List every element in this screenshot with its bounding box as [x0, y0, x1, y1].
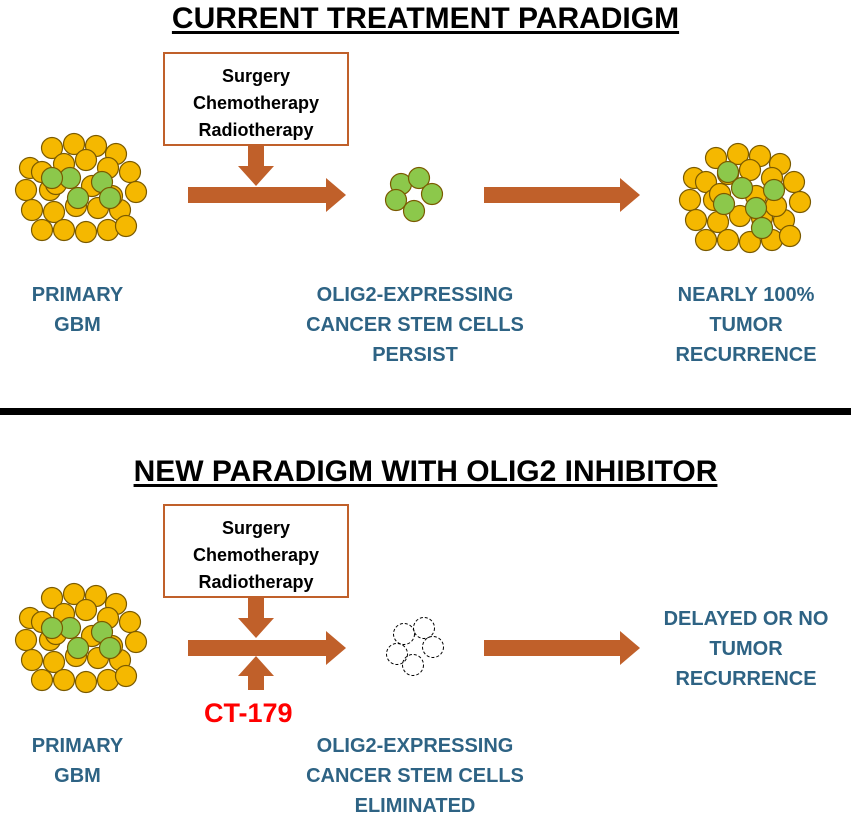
- top-recurrence-arrow: [484, 178, 640, 212]
- label-line: TUMOR: [709, 314, 783, 336]
- label-line: PERSIST: [372, 344, 458, 366]
- primary-gbm-bottom-stem-cell: [66, 636, 90, 660]
- label-line: GBM: [54, 765, 101, 787]
- primary-gbm-bottom-tumor-cell: [20, 648, 44, 672]
- label-line: PRIMARY: [31, 735, 124, 757]
- recurrent-stem-cell: [730, 176, 754, 200]
- label-line: OLIG2-EXPRESSING: [316, 735, 514, 757]
- label-line: NEARLY 100%: [677, 284, 815, 306]
- primary-gbm-top-stem-cell: [40, 166, 64, 190]
- primary-gbm-top-tumor-cell: [114, 214, 138, 238]
- primary-gbm-bottom-stem-cell: [98, 636, 122, 660]
- primary-gbm-bottom-tumor-cell: [74, 598, 98, 622]
- eliminated-stem-cell: [422, 636, 444, 658]
- recurrent-tumor-cell: [782, 170, 806, 194]
- drug-up-arrow: [238, 656, 274, 690]
- recurrent-stem-cell: [762, 178, 786, 202]
- primary-gbm-top-tumor-cell: [96, 218, 120, 242]
- label-line: RECURRENCE: [675, 344, 817, 366]
- primary-gbm-top-stem-cell: [98, 186, 122, 210]
- bottom-recurrence-arrow: [484, 631, 640, 665]
- primary-gbm-top-tumor-cell: [14, 178, 38, 202]
- top-label-primary-gbm: PRIMARY GBM: [0, 280, 155, 340]
- primary-gbm-bottom-tumor-cell: [114, 664, 138, 688]
- section-divider: [0, 408, 851, 415]
- primary-gbm-bottom-tumor-cell: [74, 670, 98, 694]
- label-line: TUMOR: [709, 638, 783, 660]
- surviving-stem-cell: [420, 182, 444, 206]
- primary-gbm-top-tumor-cell: [42, 200, 66, 224]
- treatment-line: Chemotherapy: [192, 93, 320, 113]
- top-treatment-arrow: [188, 178, 346, 212]
- primary-gbm-top-tumor-cell: [30, 218, 54, 242]
- primary-gbm-bottom-tumor-cell: [52, 668, 76, 692]
- primary-gbm-bottom-tumor-cell: [14, 628, 38, 652]
- top-label-recurrence: NEARLY 100% TUMOR RECURRENCE: [640, 280, 851, 370]
- surviving-stem-cell: [407, 166, 431, 190]
- top-heading: CURRENT TREATMENT PARADIGM: [171, 2, 680, 35]
- eliminated-stem-cell: [402, 654, 424, 676]
- recurrent-stem-cell: [712, 192, 736, 216]
- primary-gbm-bottom-tumor-cell: [42, 650, 66, 674]
- recurrent-tumor-cell: [788, 190, 812, 214]
- top-down-arrow: [238, 146, 274, 186]
- label-line: GBM: [54, 314, 101, 336]
- recurrent-tumor-cell: [694, 228, 718, 252]
- recurrent-stem-cell: [716, 160, 740, 184]
- bottom-treatment-box: Surgery Chemotherapy Radiotherapy: [163, 504, 349, 598]
- primary-gbm-bottom-stem-cell: [40, 616, 64, 640]
- primary-gbm-bottom-tumor-cell: [40, 586, 64, 610]
- label-line: DELAYED OR NO: [663, 608, 829, 630]
- primary-gbm-top-tumor-cell: [62, 132, 86, 156]
- top-label-stem-cells: OLIG2-EXPRESSING CANCER STEM CELLS PERSI…: [290, 280, 540, 370]
- drug-label: CT-179: [204, 698, 293, 728]
- treatment-line: Surgery: [221, 518, 291, 538]
- surviving-stem-cell: [402, 199, 426, 223]
- top-treatment-box: Surgery Chemotherapy Radiotherapy: [163, 52, 349, 146]
- eliminated-stem-cell: [393, 623, 415, 645]
- primary-gbm-bottom-tumor-cell: [30, 668, 54, 692]
- label-line: PRIMARY: [31, 284, 124, 306]
- primary-gbm-top-tumor-cell: [74, 148, 98, 172]
- primary-gbm-top-tumor-cell: [74, 220, 98, 244]
- primary-gbm-top-tumor-cell: [118, 160, 142, 184]
- recurrent-stem-cell: [744, 196, 768, 220]
- recurrent-tumor-cell: [778, 224, 802, 248]
- bottom-label-recurrence: DELAYED OR NO TUMOR RECURRENCE: [640, 604, 851, 694]
- primary-gbm-bottom-tumor-cell: [96, 668, 120, 692]
- label-line: OLIG2-EXPRESSING: [316, 284, 514, 306]
- label-line: ELIMINATED: [354, 795, 476, 817]
- bottom-label-stem-cells: OLIG2-EXPRESSING CANCER STEM CELLS ELIMI…: [290, 731, 540, 821]
- primary-gbm-top-tumor-cell: [40, 136, 64, 160]
- label-line: CANCER STEM CELLS: [306, 314, 524, 336]
- primary-gbm-bottom-tumor-cell: [118, 610, 142, 634]
- primary-gbm-top-stem-cell: [66, 186, 90, 210]
- recurrent-stem-cell: [750, 216, 774, 240]
- treatment-line: Chemotherapy: [192, 545, 320, 565]
- surviving-stem-cell: [384, 188, 408, 212]
- recurrent-tumor-cell: [684, 208, 708, 232]
- eliminated-stem-cell: [386, 643, 408, 665]
- primary-gbm-bottom-tumor-cell: [124, 630, 148, 654]
- primary-gbm-top-tumor-cell: [20, 198, 44, 222]
- recurrent-tumor-cell: [678, 188, 702, 212]
- treatment-line: Radiotherapy: [198, 120, 314, 140]
- label-line: CANCER STEM CELLS: [306, 765, 524, 787]
- treatment-line: Radiotherapy: [198, 572, 314, 592]
- bottom-treatment-arrow: [188, 631, 346, 665]
- label-line: RECURRENCE: [675, 668, 817, 690]
- primary-gbm-top-tumor-cell: [124, 180, 148, 204]
- bottom-down-arrow: [238, 598, 274, 638]
- bottom-label-primary-gbm: PRIMARY GBM: [0, 731, 155, 791]
- bottom-heading: NEW PARADIGM WITH OLIG2 INHIBITOR: [133, 455, 718, 488]
- primary-gbm-top-tumor-cell: [52, 218, 76, 242]
- eliminated-stem-cell: [413, 617, 435, 639]
- treatment-line: Surgery: [221, 66, 291, 86]
- primary-gbm-bottom-tumor-cell: [62, 582, 86, 606]
- recurrent-tumor-cell: [716, 228, 740, 252]
- recurrent-tumor-cell: [726, 142, 750, 166]
